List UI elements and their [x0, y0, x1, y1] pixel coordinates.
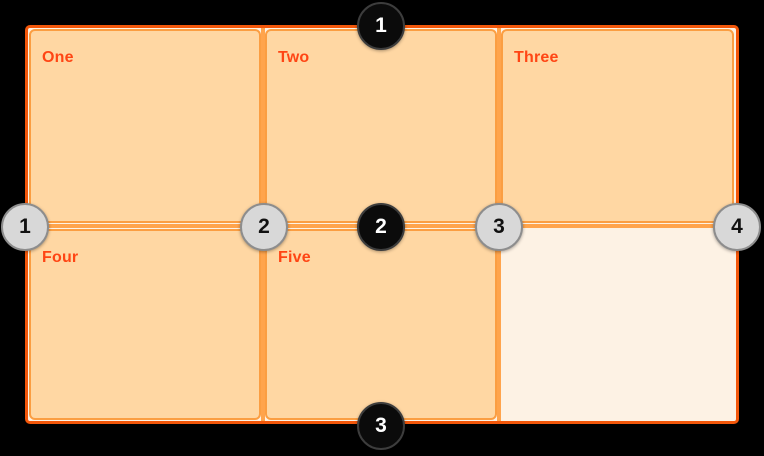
- cell-label-two: Two: [278, 49, 310, 66]
- cell-label-three: Three: [514, 49, 559, 66]
- column-line-marker-1-label: 1: [19, 215, 31, 238]
- grid-cell-two: Two: [265, 29, 497, 223]
- row-line-marker-1: 1: [357, 2, 405, 50]
- grid-cell-empty: [501, 229, 734, 420]
- grid-cell-three: Three: [501, 29, 734, 223]
- column-line-marker-2-label: 2: [258, 215, 270, 238]
- cell-label-five: Five: [278, 249, 311, 266]
- grid-cell-one: One: [29, 29, 261, 223]
- column-line-marker-3-label: 3: [493, 215, 505, 238]
- row-line-marker-2-label: 2: [375, 215, 387, 238]
- row-line-marker-2: 2: [357, 203, 405, 251]
- grid-cell-five: Five: [265, 229, 497, 420]
- column-line-marker-2: 2: [240, 203, 288, 251]
- column-line-marker-4-label: 4: [731, 215, 743, 238]
- row-line-marker-3-label: 3: [375, 414, 387, 437]
- row-line-marker-3: 3: [357, 402, 405, 450]
- column-line-marker-4: 4: [713, 203, 761, 251]
- column-line-marker-1: 1: [1, 203, 49, 251]
- cell-label-one: One: [42, 49, 74, 66]
- column-line-marker-3: 3: [475, 203, 523, 251]
- row-line-marker-1-label: 1: [375, 14, 387, 37]
- cell-label-four: Four: [42, 249, 79, 266]
- grid-cell-four: Four: [29, 229, 261, 420]
